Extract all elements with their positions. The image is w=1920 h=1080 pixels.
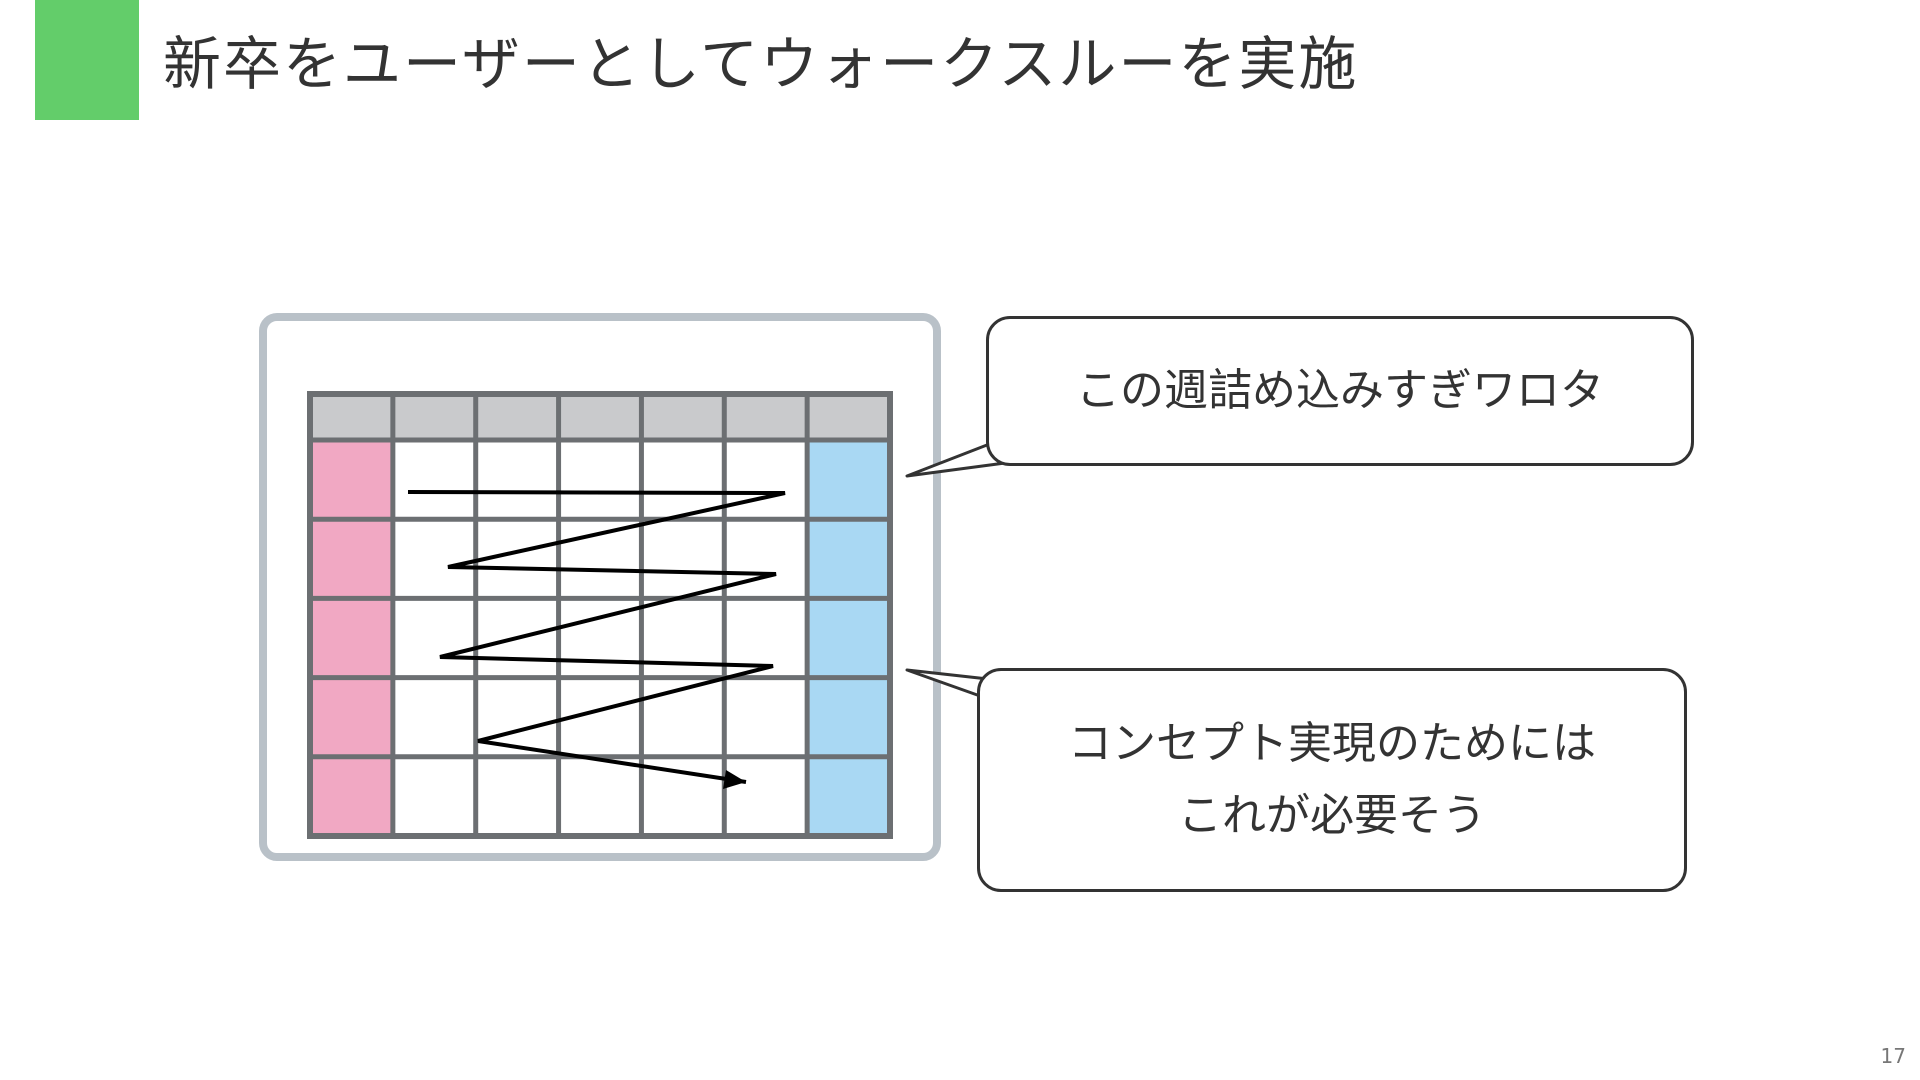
callout-top: この週詰め込みすぎワロタ [986, 316, 1694, 466]
callout-bottom-line-1: コンセプト実現のためには [1068, 718, 1596, 769]
calendar-header-row [310, 394, 890, 440]
callout-bottom-line-2: これが必要そう [1178, 790, 1486, 841]
calendar-illustration [259, 313, 941, 861]
slide-title: 新卒をユーザーとしてウォークスルーを実施 [163, 30, 1359, 98]
callout-tails [905, 436, 1006, 704]
calendar-cell-left [310, 677, 393, 757]
calendar-cell-right [807, 677, 890, 757]
callout-tail-bottom [905, 668, 998, 704]
calendar-border [307, 391, 893, 839]
calendar-cell-left [310, 756, 393, 836]
calendar-grid [307, 391, 893, 839]
calendar-cell-right [807, 440, 890, 520]
calendar-cell-left [310, 440, 393, 520]
calendar-frame [259, 313, 941, 861]
zigzag-arrow [407, 490, 786, 784]
title-accent-block [35, 0, 139, 120]
callout-top-line-1: この週詰め込みすぎワロタ [1076, 365, 1604, 416]
arrow-head-icon [723, 770, 746, 789]
calendar-cell-right [807, 598, 890, 678]
calendar-cell-right [807, 519, 890, 599]
calendar-cell-right [807, 756, 890, 836]
calendar-cell-left [310, 598, 393, 678]
callout-tail-top [905, 436, 1006, 478]
calendar-cell-left [310, 519, 393, 599]
callout-bottom: コンセプト実現のためには これが必要そう [977, 668, 1687, 892]
page-number: 17 [1880, 1044, 1906, 1068]
